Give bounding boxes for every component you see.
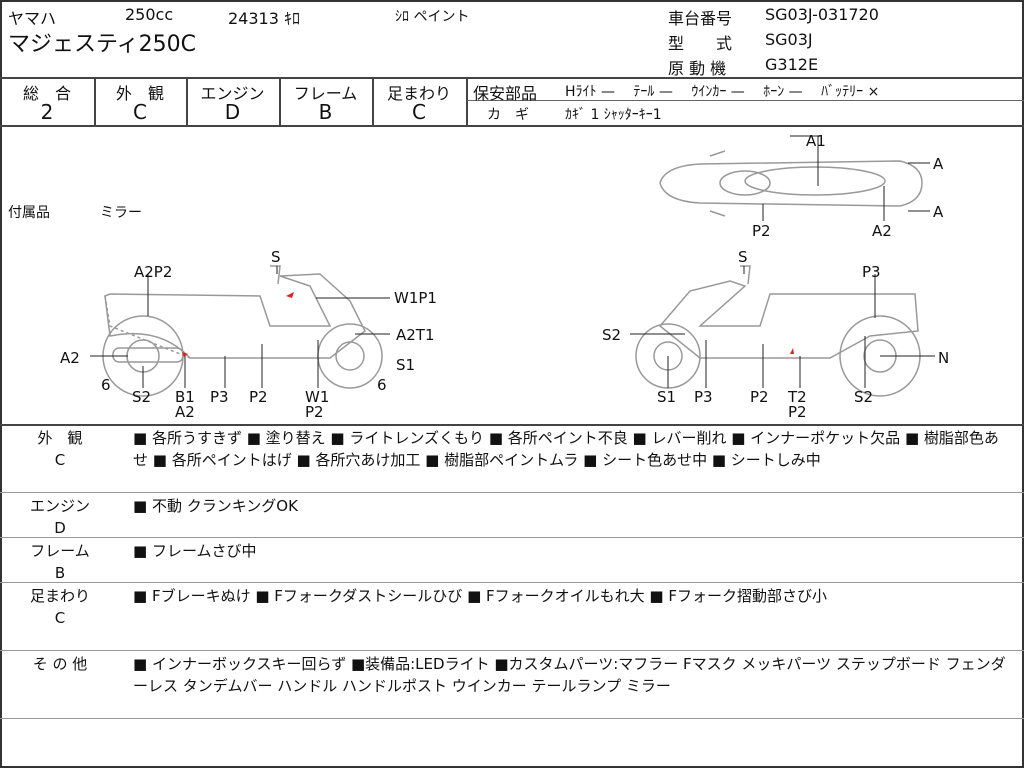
chassis-number: SG03J-031720 bbox=[765, 5, 879, 24]
safety-items: Hﾗｲﾄ — ﾃｰﾙ — ｳｲﾝｶｰ — ﾎｰﾝ — ﾊﾞｯﾃﾘｰ × bbox=[565, 84, 880, 100]
color: ｼﾛ ペイント bbox=[395, 9, 470, 25]
mileage: 24313 ｷﾛ bbox=[228, 9, 300, 28]
safety-label: 保安部品 bbox=[473, 84, 538, 103]
scooter-diagram bbox=[90, 135, 935, 397]
displacement: 250cc bbox=[125, 5, 174, 24]
accessories-label: 付属品 bbox=[8, 205, 50, 221]
key-value: ｶｷﾞ 1 ｼｬｯﾀｰｷｰ1 bbox=[565, 107, 662, 123]
maker: ヤマハ bbox=[8, 9, 57, 28]
model-name: マジェスティ250C bbox=[8, 32, 197, 57]
chassis-label: 車台番号 bbox=[668, 9, 733, 28]
engine-value: G312E bbox=[765, 55, 819, 74]
left-side-view bbox=[102, 265, 383, 397]
type-value: SG03J bbox=[765, 30, 813, 49]
top-view bbox=[659, 150, 923, 217]
right-side-view bbox=[635, 265, 921, 397]
accessories-value: ミラー bbox=[100, 205, 142, 221]
type-label: 型 式 bbox=[668, 34, 733, 53]
engine-label: 原 動 機 bbox=[668, 59, 727, 78]
key-label: カ ギ bbox=[487, 107, 529, 123]
